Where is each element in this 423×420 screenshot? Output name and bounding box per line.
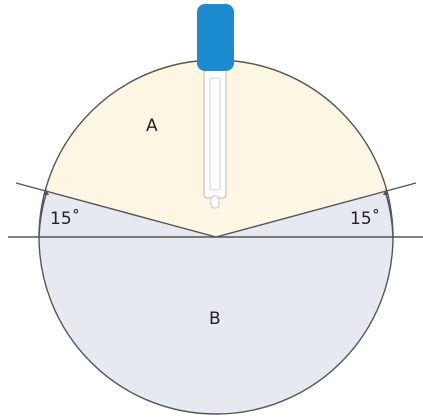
left-angle-line [15,182,217,238]
left-angle-arrow-icon [43,189,49,195]
probe-tip [210,195,220,209]
right-angle-line [215,182,417,238]
right-angle-arrow-icon [383,189,389,195]
region-b-label: B [209,309,221,329]
probe-inner-channel [209,77,221,191]
probe-icon [197,4,234,209]
region-a-label: A [146,116,158,136]
probe-cap [197,4,234,71]
left-angle-label: 15˚ [50,208,80,229]
right-angle-label: 15˚ [350,208,380,229]
